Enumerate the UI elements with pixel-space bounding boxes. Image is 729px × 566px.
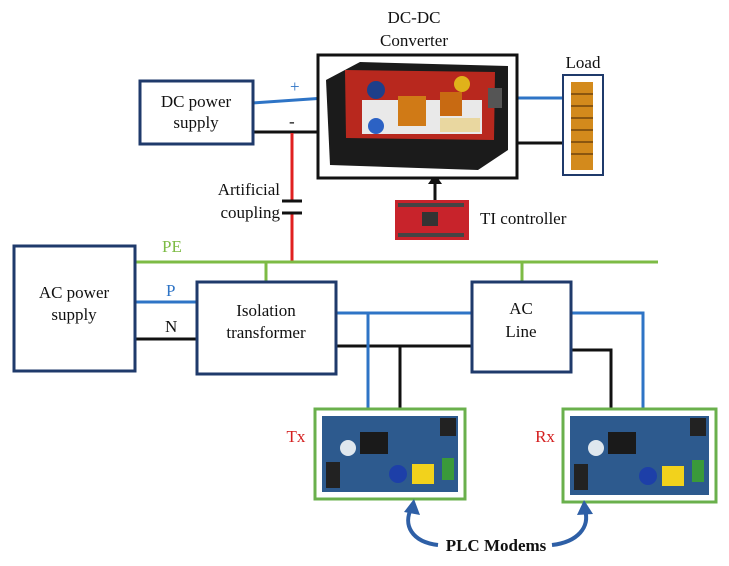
tx-modem-terminal	[442, 458, 454, 480]
rx-modem-led	[588, 440, 604, 456]
plus-label: +	[290, 77, 300, 96]
converter-label-line2: Converter	[380, 31, 448, 50]
rx-modem-terminal	[692, 460, 704, 482]
ac-line-line2: Line	[505, 322, 536, 341]
ti-board-header-bottom	[398, 233, 464, 237]
coupling-capacitor	[282, 199, 302, 215]
rx-modem	[561, 407, 718, 504]
isolation-line1: Isolation	[236, 301, 296, 320]
isolation-line2: transformer	[226, 323, 306, 342]
plc-arrows	[404, 499, 593, 547]
wires	[135, 96, 658, 418]
ti-controller-label: TI controller	[480, 209, 567, 228]
tx-modem-coil	[389, 465, 407, 483]
converter-image	[316, 53, 519, 180]
ac-supply-line1: AC power	[39, 283, 110, 302]
load-label: Load	[566, 53, 601, 72]
load-resistor-body	[571, 82, 593, 170]
rx-black-wire	[571, 348, 613, 418]
tx-modem-capacitor	[412, 464, 434, 484]
load-resistor	[571, 82, 593, 170]
tx-modem-pcb	[322, 416, 458, 492]
isolation-transformer-box	[195, 280, 338, 376]
converter-capacitor-bank	[440, 118, 480, 132]
tx-label: Tx	[287, 427, 306, 446]
coupling-label-line2: coupling	[221, 203, 281, 222]
rx-label: Rx	[535, 427, 555, 446]
ti-board-header-top	[398, 203, 464, 207]
n-label: N	[165, 317, 177, 336]
tx-modem-led	[340, 440, 356, 456]
rx-modem-capacitor	[662, 466, 684, 486]
dc-supply-line2: supply	[173, 113, 219, 132]
dc-supply-box	[138, 79, 255, 146]
p-label: P	[166, 281, 175, 300]
tx-modem	[313, 407, 467, 501]
left-arrow-head	[404, 499, 420, 515]
ti-controller-board	[395, 200, 469, 240]
rx-modem-coil	[639, 467, 657, 485]
tx-modem-connector	[440, 418, 456, 436]
converter-label-line1: DC-DC	[388, 8, 441, 27]
converter-transformer-1	[398, 96, 426, 126]
pe-label: PE	[162, 237, 182, 256]
converter-transformer-2	[440, 92, 462, 116]
rx-blue-wire	[571, 311, 645, 418]
ac-line-line1: AC	[509, 299, 533, 318]
rx-modem-connector	[690, 418, 706, 436]
rx-modem-pcb	[570, 416, 709, 495]
ac-line-box	[470, 280, 573, 374]
tx-modem-header	[326, 462, 340, 488]
dc-plus-wire	[252, 96, 326, 105]
plc-modems-caption: PLC Modems	[446, 536, 547, 555]
converter-inductor-3	[368, 118, 384, 134]
ac-supply-box	[12, 244, 137, 373]
minus-label: -	[289, 112, 295, 131]
rx-modem-header	[574, 464, 588, 490]
ac-supply-line2: supply	[51, 305, 97, 324]
converter-inductor-2	[454, 76, 470, 92]
right-curved-arrow	[551, 509, 589, 547]
coupling-label-line1: Artificial	[218, 180, 281, 199]
dc-supply-line1: DC power	[161, 92, 232, 111]
rx-modem-chip	[608, 432, 636, 454]
right-arrow-head	[577, 500, 593, 515]
ti-board-chip	[422, 212, 438, 226]
tx-modem-chip	[360, 432, 388, 454]
converter-connector	[488, 88, 502, 108]
converter-inductor-1	[367, 81, 385, 99]
